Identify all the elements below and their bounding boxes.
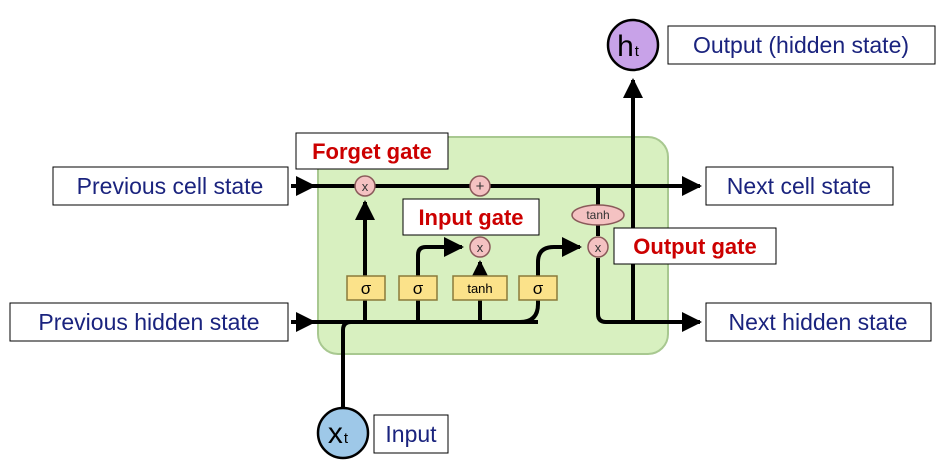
hidden-output-node: ht [606, 18, 660, 72]
svg-text:tanh: tanh [467, 281, 492, 296]
input-sigma-layer: σ [398, 275, 438, 301]
previous-hidden-state-label: Previous hidden state [9, 302, 289, 342]
next-cell-state-label: Next cell state [705, 166, 894, 206]
h-subscript: t [635, 43, 640, 60]
svg-text:Input gate: Input gate [418, 205, 523, 230]
svg-text:σ: σ [533, 279, 544, 298]
input-sigma-line [416, 237, 464, 322]
cell-tanh-node: tanh [571, 204, 625, 226]
svg-text:Previous hidden state: Previous hidden state [38, 309, 259, 335]
svg-text:σ: σ [361, 279, 372, 298]
input-tanh-layer: tanh [452, 275, 508, 301]
svg-text:Previous cell state: Previous cell state [77, 173, 264, 199]
svg-text:Forget gate: Forget gate [312, 139, 432, 164]
forget-sigma-layer: σ [346, 275, 386, 301]
x-symbol: x [328, 417, 343, 450]
input-multiply-node: x [469, 236, 491, 258]
cell-add-node: + [469, 175, 491, 197]
input-line [341, 320, 352, 412]
output-hidden-state-label: Output (hidden state) [667, 25, 936, 65]
output-multiply-node: x [587, 236, 609, 258]
previous-cell-state-label: Previous cell state [52, 166, 289, 206]
next-hidden-state-label: Next hidden state [705, 302, 932, 342]
cell-state-input-arrow [296, 176, 316, 196]
svg-text:Output (hidden state): Output (hidden state) [693, 32, 909, 58]
forget-multiply-node: x [354, 175, 376, 197]
svg-text:ht: ht [617, 30, 640, 63]
x-subscript: t [344, 430, 349, 447]
output-sigma-layer: σ [518, 275, 558, 301]
svg-text:x: x [362, 179, 369, 194]
svg-text:Output gate: Output gate [633, 234, 756, 259]
svg-text:xt: xt [328, 417, 349, 450]
svg-text:Next cell state: Next cell state [727, 173, 871, 199]
svg-text:+: + [476, 178, 485, 195]
input-node: xt [316, 406, 370, 460]
svg-text:tanh: tanh [586, 208, 609, 222]
hidden-state-input-arrow [296, 312, 316, 332]
forget-gate-label: Forget gate [295, 132, 449, 170]
input-gate-label: Input gate [402, 198, 540, 236]
h-symbol: h [617, 30, 634, 63]
next-hidden-line [596, 258, 702, 332]
svg-text:Next hidden state: Next hidden state [728, 309, 907, 335]
svg-text:Input: Input [385, 421, 437, 447]
output-gate-label: Output gate [613, 227, 777, 265]
output-sigma-line [519, 237, 582, 324]
svg-text:x: x [477, 240, 484, 255]
input-label: Input [373, 414, 449, 454]
svg-text:σ: σ [413, 279, 424, 298]
svg-text:x: x [595, 240, 602, 255]
